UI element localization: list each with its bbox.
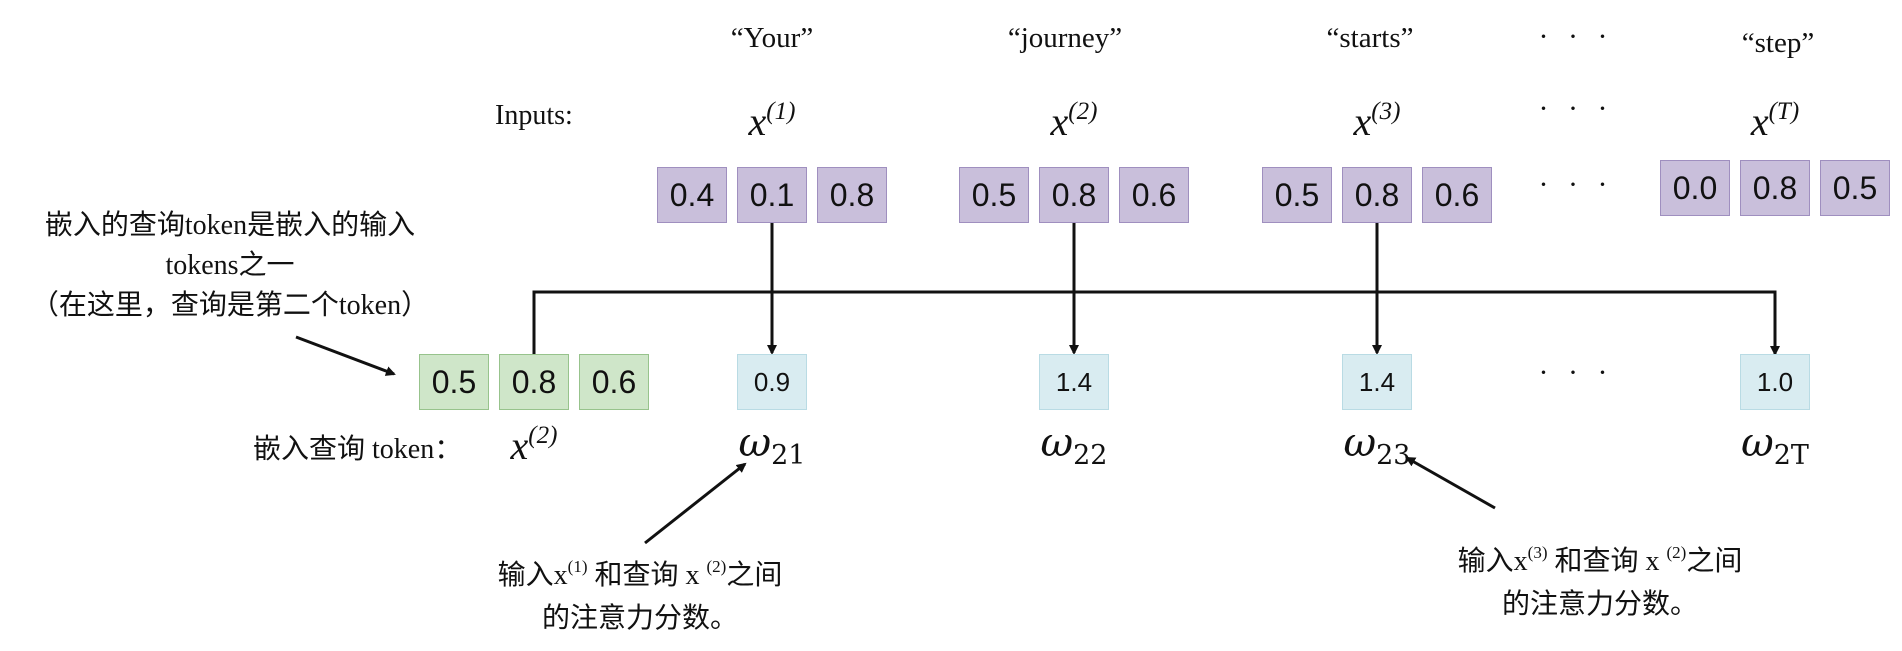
query-note: 嵌入的查询token是嵌入的输入 tokens之一 （在这里，查询是第二个tok… [30,206,430,326]
input3-value-box: 0.8 [1342,167,1412,223]
input3-value-box: 0.5 [1262,167,1332,223]
query-value-box: 0.6 [579,354,649,410]
input-var-2: x(2) [1050,98,1098,144]
omega-2T: ω2T [1741,420,1809,471]
omega-23: ω23 [1343,420,1411,471]
token-word-1: “Your” [730,22,814,54]
token-word-3: “starts” [1326,22,1414,54]
annotation-right-line1: 输入x(3) 和查询 x (2)之间 [1457,543,1743,577]
input1-value-box: 0.1 [737,167,807,223]
query-connector-line [532,290,1780,356]
input-var-1: x(1) [748,98,796,144]
inputs-label: Inputs: [495,100,573,131]
input2-value-box: 0.6 [1119,167,1189,223]
score-box-2: 1.4 [1039,354,1109,410]
input1-value-box: 0.4 [657,167,727,223]
ellipsis-words: · · · [1538,20,1614,53]
omega-21: ω21 [738,420,806,471]
query-value-box: 0.5 [419,354,489,410]
arrow-query-note [295,335,396,376]
inputT-value-box: 0.8 [1740,160,1810,216]
score-box-1: 0.9 [737,354,807,410]
score-box-T: 1.0 [1740,354,1810,410]
ellipsis-inputs: · · · [1538,168,1614,201]
annotation-left: 输入x(1) 和查询 x (2)之间 的注意力分数。 [460,556,820,639]
omega-22: ω22 [1040,420,1108,471]
query-note-line1: 嵌入的查询token是嵌入的输入 [44,210,416,241]
annotation-right: 输入x(3) 和查询 x (2)之间 的注意力分数。 [1420,542,1780,625]
ellipsis-vars: · · · [1538,92,1614,125]
input2-value-box: 0.8 [1039,167,1109,223]
input-var-T: x(T) [1750,98,1800,144]
score-box-3: 1.4 [1342,354,1412,410]
input-var-3: x(3) [1353,98,1401,144]
query-value-box: 0.8 [499,354,569,410]
query-var: x(2) [510,422,558,468]
inputT-value-box: 0.0 [1660,160,1730,216]
arrow-annotation-right [1405,456,1496,510]
annotation-left-line1: 输入x(1) 和查询 x (2)之间 [497,557,783,591]
query-note-line3: （在这里，查询是第二个token） [30,290,430,321]
input3-value-box: 0.6 [1422,167,1492,223]
input1-value-box: 0.8 [817,167,887,223]
annotation-right-line2: 的注意力分数。 [1501,589,1698,620]
annotation-left-line2: 的注意力分数。 [541,603,738,634]
token-word-2: “journey” [1007,22,1123,54]
query-note-line2: tokens之一 [165,250,295,281]
query-label: 嵌入查询 token： [253,434,463,465]
token-word-last: “step” [1741,27,1815,59]
ellipsis-scores: · · · [1538,356,1614,389]
input2-value-box: 0.5 [959,167,1029,223]
arrow-annotation-left [644,462,747,545]
inputT-value-box: 0.5 [1820,160,1890,216]
